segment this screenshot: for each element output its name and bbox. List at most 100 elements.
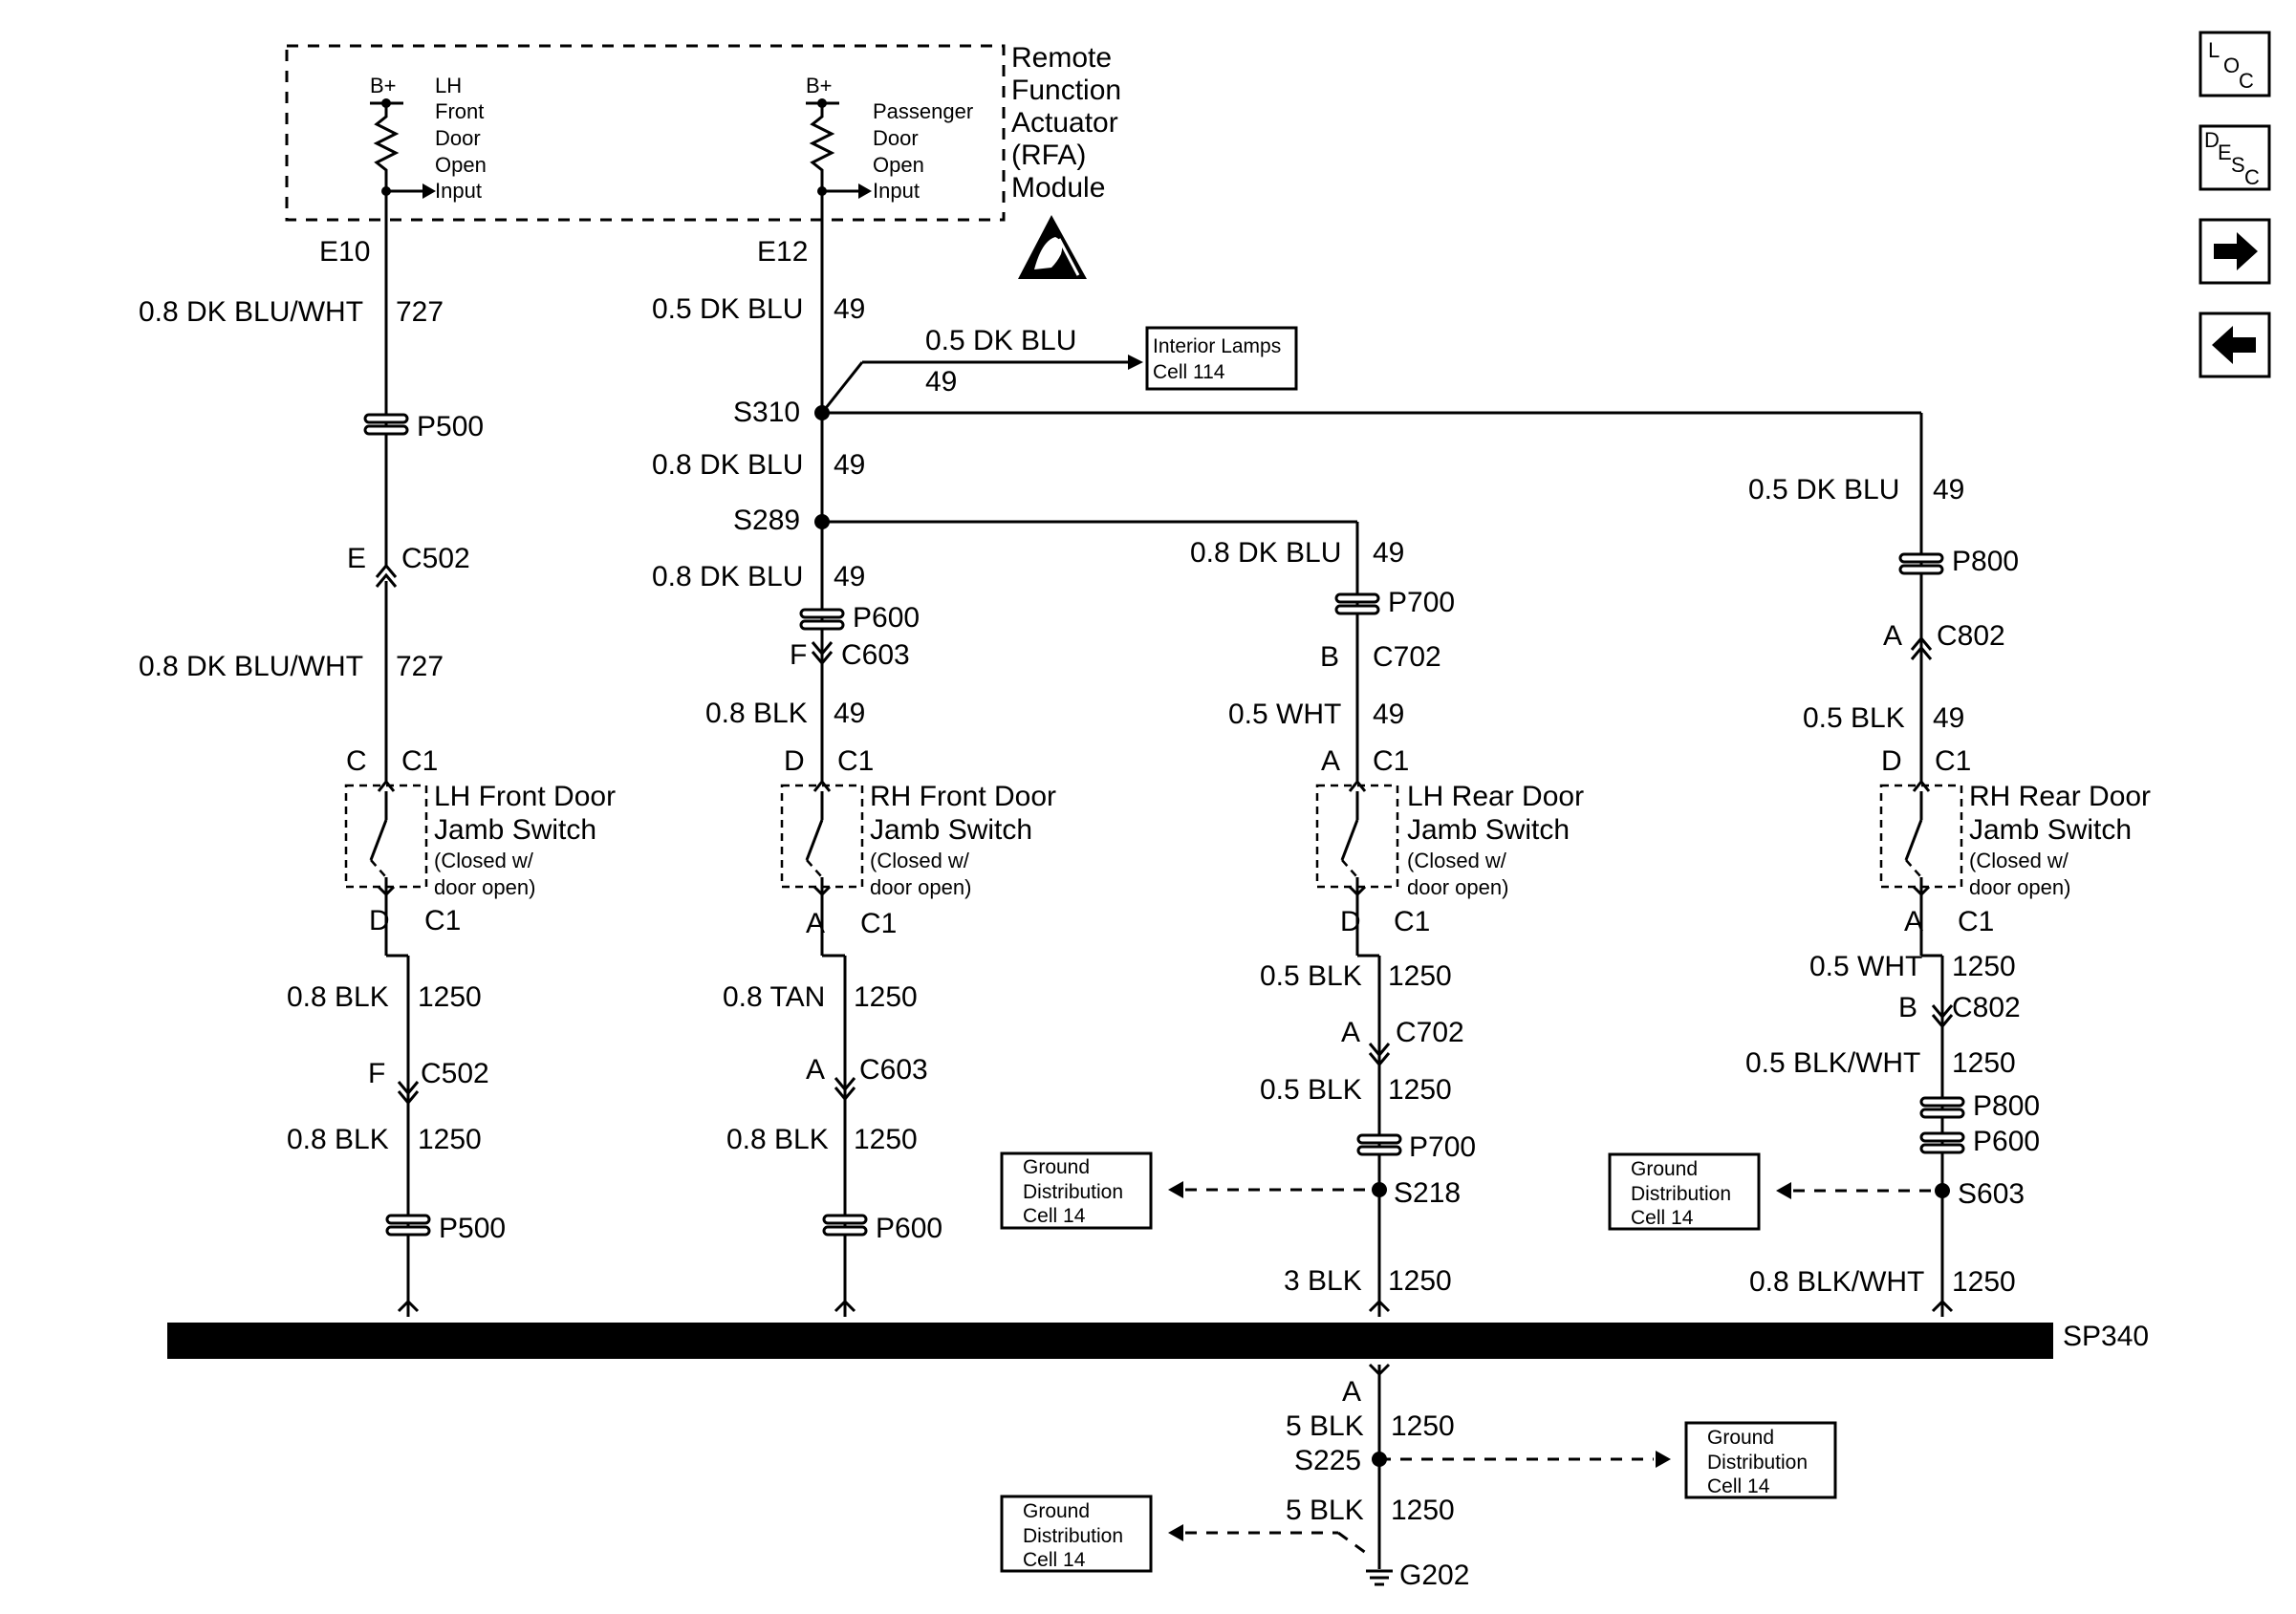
label-wires-w2-desc: 0.8 DK BLU/WHT (139, 651, 363, 682)
prev-button[interactable] (2199, 312, 2271, 378)
label-connectors-pin-b: B (1320, 641, 1339, 673)
p600-bottom-grommet (822, 1214, 868, 1237)
label-connectors-pin-d: D (369, 905, 390, 936)
label-switches-note-1: door open) (870, 875, 971, 899)
interior-lamps-ref[interactable]: Interior Lamps Cell 114 (1145, 326, 1298, 391)
label-wires-w5-desc: 0.5 DK BLU (652, 293, 803, 325)
label-refs-ground-1: Distribution (1023, 1181, 1123, 1203)
label-wires-w15-num: 1250 (1388, 1074, 1452, 1106)
label-wires-w8-num: 49 (834, 561, 865, 592)
label-connectors-c1: C1 (424, 905, 461, 936)
label-wires-w6-desc: 0.5 DK BLU (925, 325, 1076, 356)
label-connectors-c702: C702 (1396, 1017, 1464, 1048)
label-module-pass-input-lines-3: Input (873, 179, 920, 203)
label-wires-w17-num: 49 (1933, 474, 1964, 506)
p800-p600-bottom-grommets (1919, 1096, 1965, 1154)
label-wires-w12-desc: 0.8 DK BLU (1190, 537, 1341, 569)
label-refs-ground-2: Cell 14 (1023, 1549, 1086, 1571)
label-switches-rh-rear-0: RH Rear Door (1969, 781, 2151, 812)
label-module-b-plus: B+ (806, 74, 833, 97)
label-connectors-c1: C1 (1373, 745, 1409, 777)
label-connectors-s289: S289 (733, 505, 800, 536)
label-switches-note-1: door open) (1407, 875, 1508, 899)
label-switches-note-0: (Closed w/ (1407, 849, 1507, 872)
label-module-lh-input-lines-3: Open (435, 153, 487, 177)
label-connectors-pin-a: A (1883, 620, 1902, 652)
p500-grommet (363, 413, 409, 436)
label-connectors-c702: C702 (1373, 641, 1441, 673)
p700-grommet (1334, 592, 1380, 615)
label-refs-ground-0: Ground (1023, 1156, 1090, 1178)
label-connectors-pin-f: F (790, 639, 807, 671)
label-refs-ground-0: Ground (1023, 1500, 1090, 1522)
label-wires-w4-desc: 0.8 BLK (287, 1124, 389, 1155)
label-module-title-lines-1: Function (1011, 75, 1121, 106)
label-switches-note-0: (Closed w/ (434, 849, 534, 872)
label-connectors-pin-a: A (806, 908, 825, 939)
label-module-pass-input-lines-0: Passenger (873, 99, 973, 123)
ground-dist-ref-g202[interactable]: Ground Distribution Cell 14 (1000, 1495, 1153, 1573)
label-wires-w23-num: 1250 (1391, 1495, 1455, 1526)
label-refs-ground-0: Ground (1631, 1158, 1698, 1180)
next-button[interactable] (2199, 218, 2271, 285)
label-nav-desc-0: D (2204, 128, 2220, 152)
label-connectors-pin-d: D (1340, 906, 1361, 937)
label-connectors-pin-c: C (346, 745, 367, 777)
label-connectors-c1: C1 (860, 908, 897, 939)
pin-e10: E10 (319, 236, 370, 268)
label-refs-ground-1: Distribution (1707, 1452, 1808, 1474)
p600-grommet (799, 608, 845, 631)
label-switches-lh-front-1: Jamb Switch (434, 814, 596, 846)
label-connectors-pin-d: D (1881, 745, 1902, 777)
label-wires-w17-desc: 0.5 DK BLU (1748, 474, 1899, 506)
ground-dist-ref-left[interactable]: Ground Distribution Cell 14 (1000, 1151, 1153, 1230)
label-connectors-p700: P700 (1388, 587, 1455, 618)
label-module-b-plus: B+ (370, 74, 397, 97)
label-wires-w20-num: 1250 (1952, 1047, 2016, 1079)
label-connectors-pin-a: A (1904, 906, 1923, 937)
ground-dist-ref-right[interactable]: Ground Distribution Cell 14 (1608, 1152, 1761, 1231)
label-connectors-pin-a: A (1321, 745, 1340, 777)
label-connectors-c1: C1 (837, 745, 874, 777)
label-connectors-p500: P500 (439, 1213, 506, 1244)
ground-path (1168, 1363, 1671, 1586)
p700-bottom-grommet (1356, 1133, 1402, 1156)
label-switches-lh-front-0: LH Front Door (434, 781, 616, 812)
label-wires-w9-desc: 0.8 BLK (705, 698, 808, 729)
desc-button[interactable]: D E S C (2199, 124, 2271, 191)
label-connectors-pin-e: E (347, 543, 366, 574)
label-wires-w2-num: 727 (396, 651, 444, 682)
label-connectors-c603: C603 (859, 1054, 928, 1086)
label-connectors-s310: S310 (733, 397, 800, 428)
label-connectors-c802: C802 (1937, 620, 2005, 652)
label-wires-w18-desc: 0.5 BLK (1803, 702, 1905, 734)
label-switches-note-0: (Closed w/ (870, 849, 970, 872)
ground-dist-ref-s225[interactable]: Ground Distribution Cell 14 (1684, 1421, 1837, 1499)
rfa-module-title: Remote Function Actuator (RFA) Module (1011, 42, 1121, 204)
label-connectors-c502: C502 (421, 1058, 489, 1089)
label-switches-note-1: door open) (1969, 875, 2070, 899)
esd-warning-icon (1018, 215, 1087, 279)
label-refs-ground-2: Cell 14 (1631, 1207, 1694, 1229)
label-refs-ground-1: Distribution (1023, 1525, 1123, 1547)
label-refs-ground-2: Cell 14 (1707, 1475, 1770, 1497)
label-wires-w13-desc: 0.5 WHT (1228, 699, 1341, 730)
label-connectors-p600: P600 (1973, 1126, 2040, 1157)
label-connectors-c1: C1 (401, 745, 438, 777)
label-connectors-c1: C1 (1394, 906, 1430, 937)
label-connectors-s218: S218 (1394, 1177, 1461, 1209)
label-module-title-lines-4: Module (1011, 172, 1105, 204)
label-connectors-g202: G202 (1399, 1560, 1469, 1591)
rfa-module-box (285, 44, 1006, 222)
label-wires-w21-desc: 0.8 BLK/WHT (1749, 1266, 1924, 1298)
sp340-ground-bus (167, 1323, 2053, 1359)
label-wires-w10-num: 1250 (854, 981, 918, 1013)
label-wires-w19-num: 1250 (1952, 951, 2016, 982)
label-connectors-p600: P600 (876, 1213, 942, 1244)
loc-button[interactable]: L O C (2199, 31, 2271, 97)
label-wires-w1-num: 727 (396, 296, 444, 328)
label-module-lh-input-lines-0: LH (435, 74, 462, 97)
label-wires-w4-num: 1250 (418, 1124, 482, 1155)
label-wires-w20-desc: 0.5 BLK/WHT (1745, 1047, 1920, 1079)
